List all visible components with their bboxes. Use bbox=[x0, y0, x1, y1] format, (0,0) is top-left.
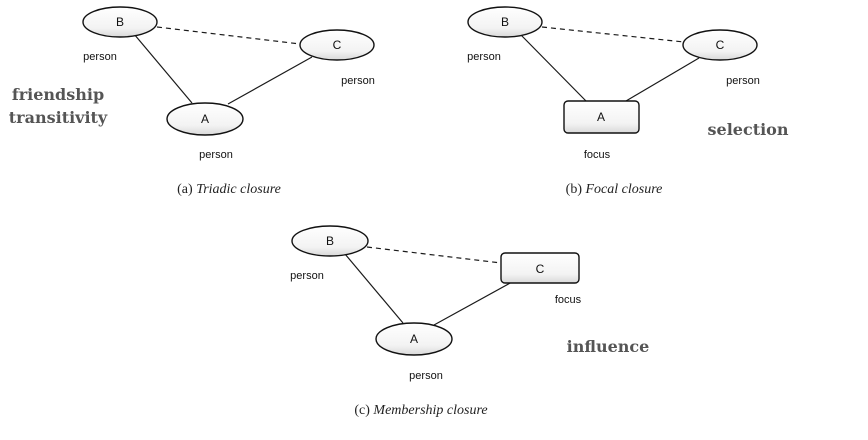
node-c-rect bbox=[500, 252, 580, 284]
caption-c: (c) Membership closure bbox=[354, 403, 487, 418]
node-c-label: C bbox=[536, 262, 545, 276]
node-a: A person bbox=[166, 102, 244, 161]
node-b-type: person bbox=[83, 51, 117, 63]
panel-focal-closure: B person C person A focus selection (b) … bbox=[467, 6, 789, 197]
edge-b-c-dashed bbox=[156, 26, 301, 45]
side-label-selection: selection bbox=[708, 120, 789, 139]
node-a-type: person bbox=[409, 370, 443, 382]
edge-b-c-dashed bbox=[366, 246, 502, 264]
node-a: A person bbox=[375, 322, 453, 382]
node-a-label: A bbox=[410, 332, 418, 346]
node-b-label: B bbox=[501, 15, 509, 29]
node-c-type: person bbox=[726, 75, 760, 87]
edge-a-b bbox=[344, 253, 404, 324]
node-c: C focus bbox=[500, 252, 582, 306]
caption-b-title: Focal closure bbox=[584, 182, 662, 197]
node-b-type: person bbox=[467, 51, 501, 63]
node-a-ellipse bbox=[166, 102, 244, 136]
node-b-label: B bbox=[116, 15, 124, 29]
node-b-ellipse bbox=[291, 225, 369, 257]
node-b-ellipse bbox=[82, 6, 158, 38]
node-b-type: person bbox=[290, 270, 324, 282]
node-b-label: B bbox=[326, 234, 334, 248]
node-a: A focus bbox=[563, 100, 640, 161]
edge-a-b bbox=[520, 34, 587, 102]
edge-a-b bbox=[133, 33, 193, 104]
node-b: B person bbox=[82, 6, 158, 63]
panel-triadic-closure: B person C person A person friendship tr… bbox=[9, 6, 375, 197]
side-label-transitivity: transitivity bbox=[9, 108, 108, 127]
caption-b: (b) Focal closure bbox=[566, 182, 663, 197]
node-b: B person bbox=[290, 225, 369, 282]
node-c-type: focus bbox=[555, 294, 582, 306]
node-a-label: A bbox=[597, 110, 605, 124]
edge-a-c bbox=[227, 56, 313, 105]
edge-a-c bbox=[625, 57, 700, 102]
node-a-label: A bbox=[201, 112, 209, 126]
node-c: C person bbox=[682, 29, 760, 87]
node-a-rect bbox=[563, 100, 640, 134]
edge-b-c-dashed bbox=[541, 26, 685, 43]
edge-a-c bbox=[433, 281, 513, 326]
node-c-ellipse bbox=[299, 29, 375, 61]
node-c: C person bbox=[299, 29, 375, 87]
node-c-type: person bbox=[341, 75, 375, 87]
caption-a: (a) Triadic closure bbox=[177, 182, 281, 197]
caption-c-prefix: (c) bbox=[354, 403, 370, 418]
node-c-label: C bbox=[716, 38, 725, 52]
node-b-ellipse bbox=[467, 6, 543, 38]
node-c-ellipse bbox=[682, 29, 758, 61]
caption-b-prefix: (b) bbox=[566, 182, 583, 197]
side-label-influence: influence bbox=[567, 337, 650, 356]
node-b: B person bbox=[467, 6, 543, 63]
caption-a-title: Triadic closure bbox=[196, 182, 281, 197]
node-a-type: person bbox=[199, 149, 233, 161]
node-a-type: focus bbox=[584, 149, 611, 161]
caption-c-title: Membership closure bbox=[372, 403, 487, 418]
panel-membership-closure: B person C focus A person influence (c) … bbox=[290, 225, 650, 418]
node-c-label: C bbox=[333, 38, 342, 52]
caption-a-prefix: (a) bbox=[177, 182, 193, 197]
side-label-friendship: friendship bbox=[12, 85, 104, 104]
node-a-ellipse bbox=[375, 322, 453, 356]
